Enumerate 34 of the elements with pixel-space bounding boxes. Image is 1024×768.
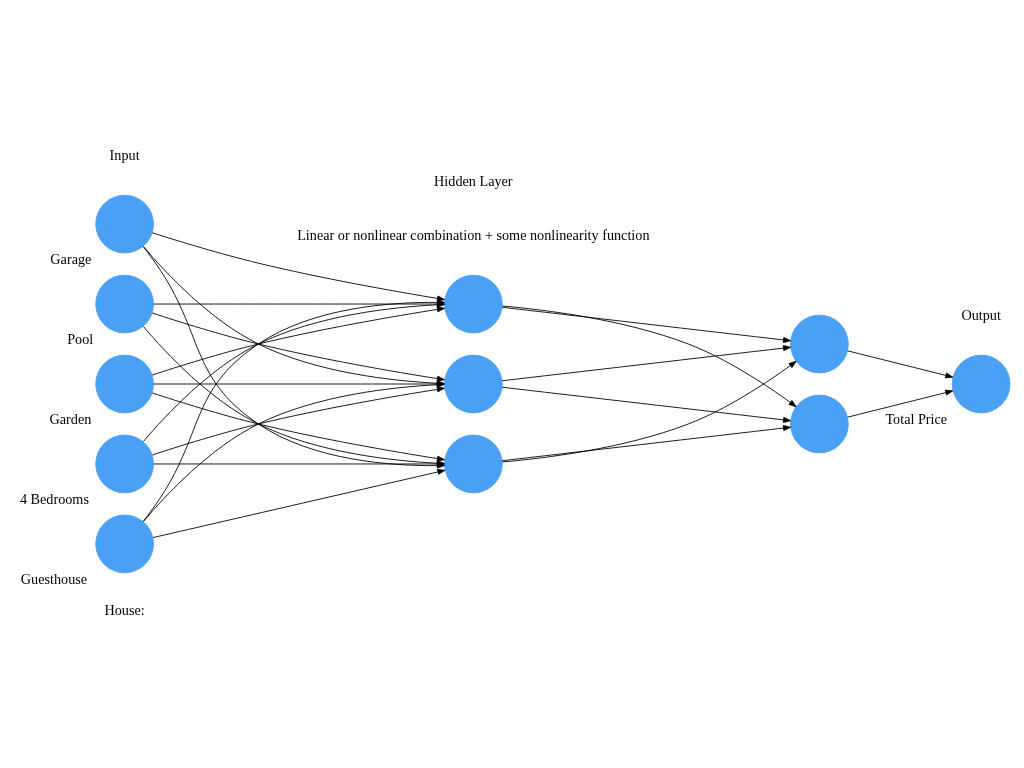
node-circle [95,354,154,414]
node-label: Total Price [885,411,948,428]
label: Input [109,146,140,163]
arrow [501,386,792,423]
node-circle [95,274,154,334]
label: Hidden Layer [434,172,513,189]
arrow [501,345,792,382]
arrow [151,306,445,376]
arrow [501,425,792,462]
arrow [151,232,445,302]
node-circle [95,194,154,254]
node-circle [444,354,503,414]
node-label: Guesthouse [20,571,88,588]
arrow [151,392,445,462]
node-circle [444,434,503,494]
node-circle [444,274,503,334]
arrow [847,389,954,418]
node-label: Pool [67,331,94,348]
node-label: Garden [49,411,92,428]
label: Output [961,306,1001,323]
node-circle [951,354,1011,414]
arrow [502,360,797,463]
node-label: 4 Bedrooms [19,491,89,508]
node-circle [95,514,154,574]
arrow [152,469,446,539]
arrow [151,312,445,382]
node-label: Garage [50,251,92,268]
label: House: [104,601,145,618]
node-circle [95,434,154,494]
arrow [501,306,792,343]
arrow [151,386,445,456]
arrow [847,350,954,379]
arrow [502,305,797,408]
label: Linear or nonlinear combination + some nonlinearity function [297,226,650,243]
